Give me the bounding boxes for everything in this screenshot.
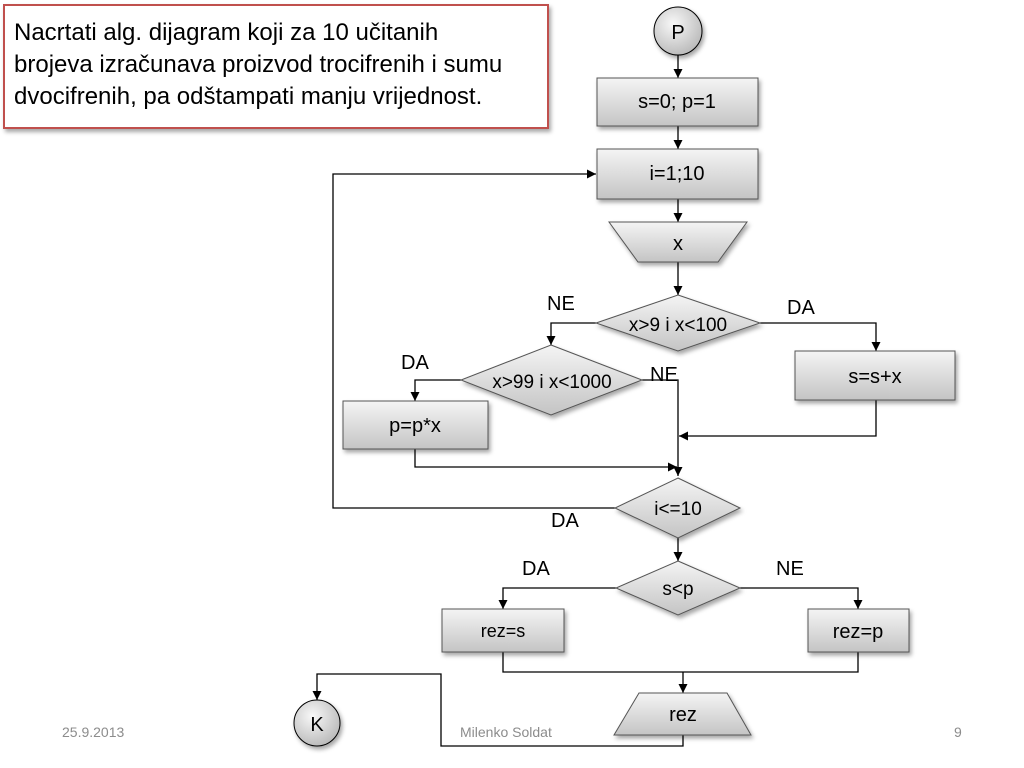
three-digit-yes-label: DA	[401, 352, 429, 374]
task-statement-box: Nacrtati alg. dijagram koji za 10 učitan…	[3, 4, 549, 129]
task-line-1: Nacrtati alg. dijagram koji za 10 učitan…	[14, 19, 439, 46]
line-rez-s-merge	[502, 652, 859, 673]
arrow-sum-merge	[679, 400, 877, 441]
arrow-three-yes-product	[410, 379, 461, 401]
three-digit-decision: x>99 i x<1000	[459, 344, 644, 416]
output-block: rez	[613, 692, 752, 736]
task-line-2: brojeva izračunava proizvod trocifrenih …	[14, 51, 503, 78]
end-label: K	[310, 714, 324, 736]
assign-s-block: rez=s	[441, 608, 565, 653]
arrow-loop-back	[332, 169, 615, 509]
loop-check-condition: i<=10	[654, 499, 702, 520]
arrow-compare-no	[740, 587, 863, 609]
end-node: K	[293, 699, 341, 747]
assign-s-label: rez=s	[481, 621, 526, 641]
loop-label: i=1;10	[649, 163, 704, 185]
product-block: p=p*x	[342, 400, 489, 450]
arrow-output-end	[312, 673, 684, 747]
footer-author: Milenko Soldat	[460, 724, 552, 740]
compare-condition: s<p	[662, 579, 693, 600]
two-digit-no-label: NE	[547, 293, 575, 315]
input-block: x	[608, 221, 748, 263]
arrow-cond-no-three	[546, 322, 596, 345]
task-statement: Nacrtati alg. dijagram koji za 10 učitan…	[14, 17, 548, 113]
input-label: x	[673, 233, 683, 255]
init-label: s=0; p=1	[638, 91, 716, 113]
arrow-three-no-check	[642, 379, 683, 476]
footer-page-number: 9	[954, 724, 962, 740]
init-block: s=0; p=1	[596, 77, 759, 127]
loop-check-decision: i<=10	[613, 477, 742, 539]
loop-check-yes-label: DA	[551, 510, 579, 532]
footer-date: 25.9.2013	[62, 724, 125, 740]
connectors	[312, 55, 881, 747]
loop-block: i=1;10	[596, 148, 759, 200]
sum-label: s=s+x	[848, 366, 901, 388]
three-digit-no-label: NE	[650, 364, 678, 386]
start-node: P	[653, 6, 703, 56]
start-label: P	[671, 22, 684, 44]
two-digit-condition: x>9 i x<100	[629, 315, 727, 336]
task-line-3: dvocifrenih, pa odštampati manju vrijedn…	[14, 83, 483, 110]
three-digit-condition: x>99 i x<1000	[492, 372, 611, 393]
compare-decision: s<p	[614, 560, 742, 616]
arrow-product-merge	[414, 449, 677, 472]
product-label: p=p*x	[389, 415, 441, 437]
arrow-compare-yes	[498, 587, 616, 609]
compare-yes-label: DA	[522, 558, 550, 580]
two-digit-decision: x>9 i x<100	[594, 294, 762, 352]
output-label: rez	[669, 704, 697, 726]
assign-p-block: rez=p	[807, 608, 910, 653]
arrow-cond-yes-sum	[760, 322, 881, 351]
sum-block: s=s+x	[794, 350, 956, 401]
compare-no-label: NE	[776, 558, 804, 580]
two-digit-yes-label: DA	[787, 297, 815, 319]
assign-p-label: rez=p	[833, 621, 884, 643]
